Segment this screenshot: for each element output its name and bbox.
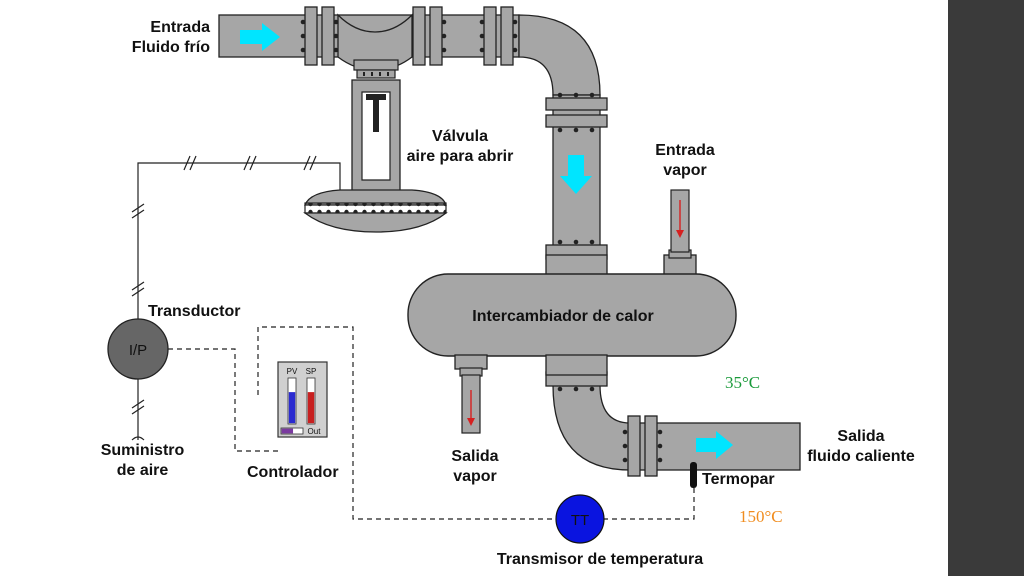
out-label: Out — [308, 427, 322, 436]
inlet-label: Entrada Fluido frío — [131, 19, 210, 56]
air-supply-label: Suministro de aire — [100, 442, 185, 479]
heat-exchanger-label: Intercambiador de calor — [472, 308, 653, 325]
out-bar — [281, 428, 294, 434]
steam-outlet-label: Salida vapor — [451, 448, 499, 485]
steam-arrows — [467, 200, 684, 426]
control-valve — [303, 13, 448, 233]
sp-label: SP — [306, 367, 317, 376]
ip-transducer — [107, 318, 169, 380]
temp-low-label: 35°C — [725, 373, 761, 392]
controller-faceplate: PV SP Out — [277, 361, 328, 438]
thermocouple — [690, 462, 697, 488]
controller-label: Controlador — [247, 464, 339, 481]
pneumatic-signal-line — [131, 155, 341, 440]
flow-arrow-down — [560, 155, 592, 194]
tt-label: TT — [571, 512, 589, 529]
thermocouple-label: Termopar — [702, 471, 775, 488]
transducer-label: Transductor — [148, 303, 241, 320]
pipe-elbow-bottom — [552, 384, 631, 471]
temp-high-label: 150°C — [739, 507, 783, 526]
pv-bar — [288, 392, 296, 424]
sp-bar — [307, 392, 315, 424]
flow-arrow-inlet — [240, 23, 280, 51]
electrical-signal-line — [168, 326, 695, 520]
flange — [304, 6, 658, 477]
pv-label: PV — [287, 367, 298, 376]
pipe-elbow-top — [518, 14, 601, 96]
flange-bolts — [300, 19, 663, 463]
ip-label: I/P — [129, 342, 147, 359]
heat-exchanger — [407, 249, 737, 377]
outlet-label: Salida fluido caliente — [807, 428, 915, 465]
air-supply-line-end — [131, 436, 145, 441]
steam-inlet-label: Entrada vapor — [655, 142, 715, 179]
transmitter-label: Transmisor de temperatura — [496, 551, 704, 568]
flow-arrows — [240, 23, 733, 459]
valve-label: Válvula aire para abrir — [406, 128, 514, 165]
flow-arrow-outlet — [696, 431, 733, 459]
side-panel — [948, 0, 1024, 576]
temperature-transmitter — [555, 494, 605, 544]
